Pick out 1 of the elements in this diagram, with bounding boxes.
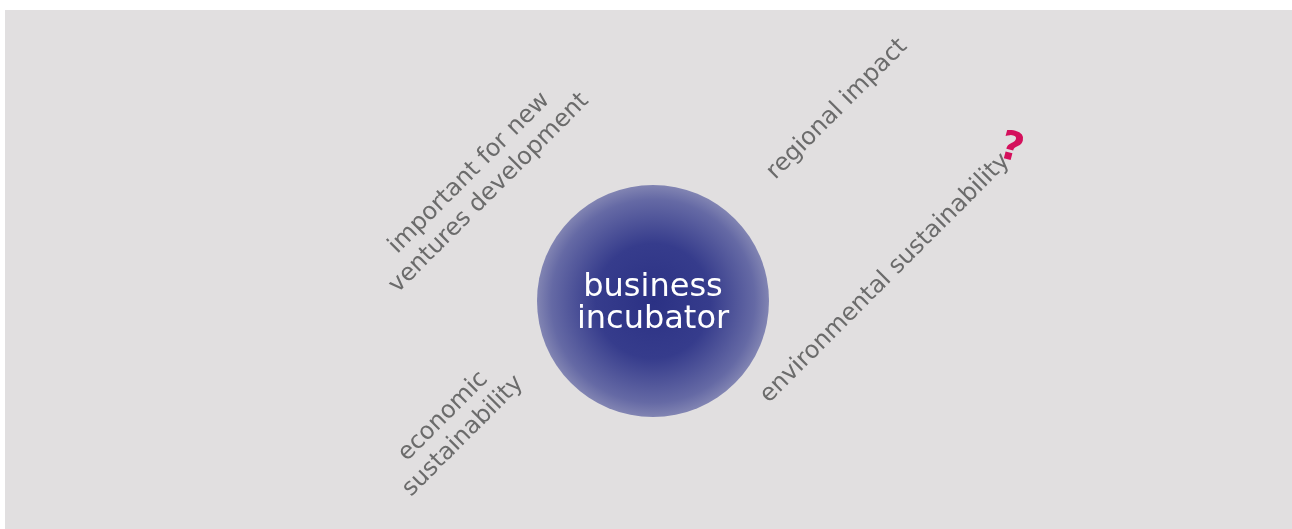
node-title: business incubator — [575, 269, 731, 333]
